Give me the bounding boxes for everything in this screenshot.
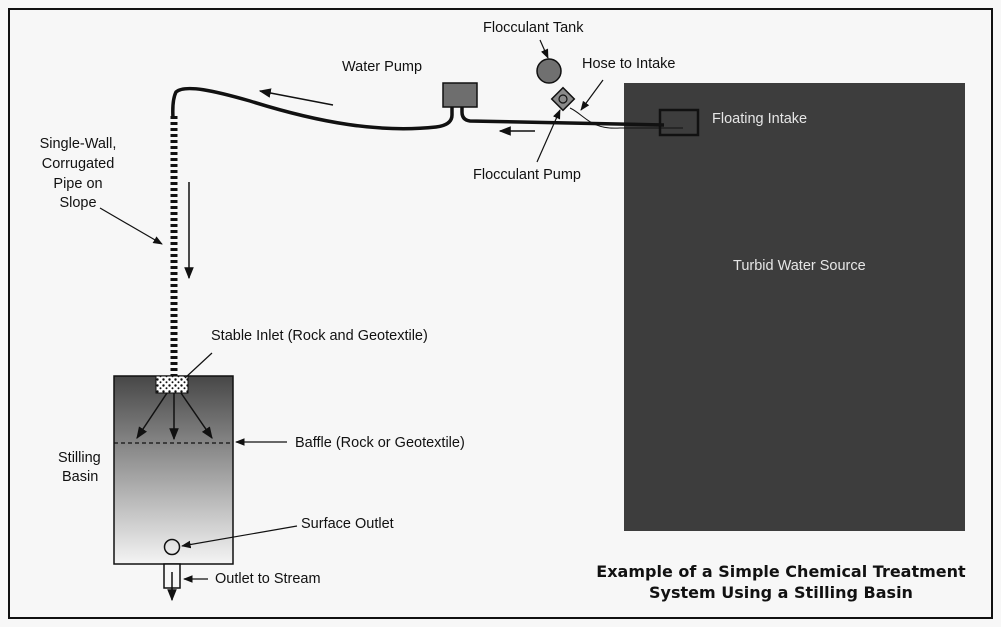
pipe-label-line3: Pipe on: [53, 176, 102, 192]
pipe-label-line4: Slope: [59, 195, 96, 211]
stable-inlet-callout: [184, 352, 213, 379]
hose-callout-arrow: [580, 79, 604, 111]
basin-label-line2: Basin: [62, 469, 98, 485]
diagram-title-line1: Example of a Simple Chemical Treatment: [596, 562, 966, 581]
stable-inlet-label: Stable Inlet (Rock and Geotextile): [211, 328, 428, 344]
turbid-water-source: [624, 83, 965, 531]
basin-label-line1: Stilling: [58, 450, 101, 466]
inlet-arrow-left: [136, 392, 168, 439]
flocculant-pump: [550, 86, 576, 112]
inlet-arrow-right: [180, 392, 213, 439]
diagram-title-line2: System Using a Stilling Basin: [649, 583, 913, 602]
flocculant-tank: [536, 58, 562, 84]
pipe-callout-arrow: [99, 207, 163, 245]
water-pump: [442, 82, 478, 108]
floating-intake-label: Floating Intake: [712, 111, 807, 127]
flocculant-pump-rotor: [558, 94, 568, 104]
surface-outlet-label: Surface Outlet: [301, 516, 394, 532]
suction-pipe: [460, 106, 665, 127]
turbid-water-source-label: Turbid Water Source: [733, 258, 866, 274]
surface-outlet-callout-arrow: [181, 525, 298, 549]
water-pump-label: Water Pump: [342, 59, 422, 75]
flocculant-pump-callout-arrow: [536, 109, 561, 163]
stable-inlet: [155, 375, 189, 394]
surface-outlet: [163, 538, 181, 556]
flow-arrow-discharge: [258, 88, 334, 106]
hose-to-intake-label: Hose to Intake: [582, 56, 676, 72]
pipe-label-line2: Corrugated: [42, 156, 115, 172]
outlet-to-stream-label: Outlet to Stream: [215, 571, 321, 587]
pipe-label-line1: Single-Wall,: [40, 136, 117, 152]
flocculant-pump-label: Flocculant Pump: [473, 167, 581, 183]
floating-intake: [658, 108, 700, 137]
flocculant-tank-label: Flocculant Tank: [483, 20, 584, 36]
tank-callout-arrow: [539, 39, 549, 59]
baffle-label: Baffle (Rock or Geotextile): [295, 435, 465, 451]
discharge-pipe: [171, 86, 454, 131]
